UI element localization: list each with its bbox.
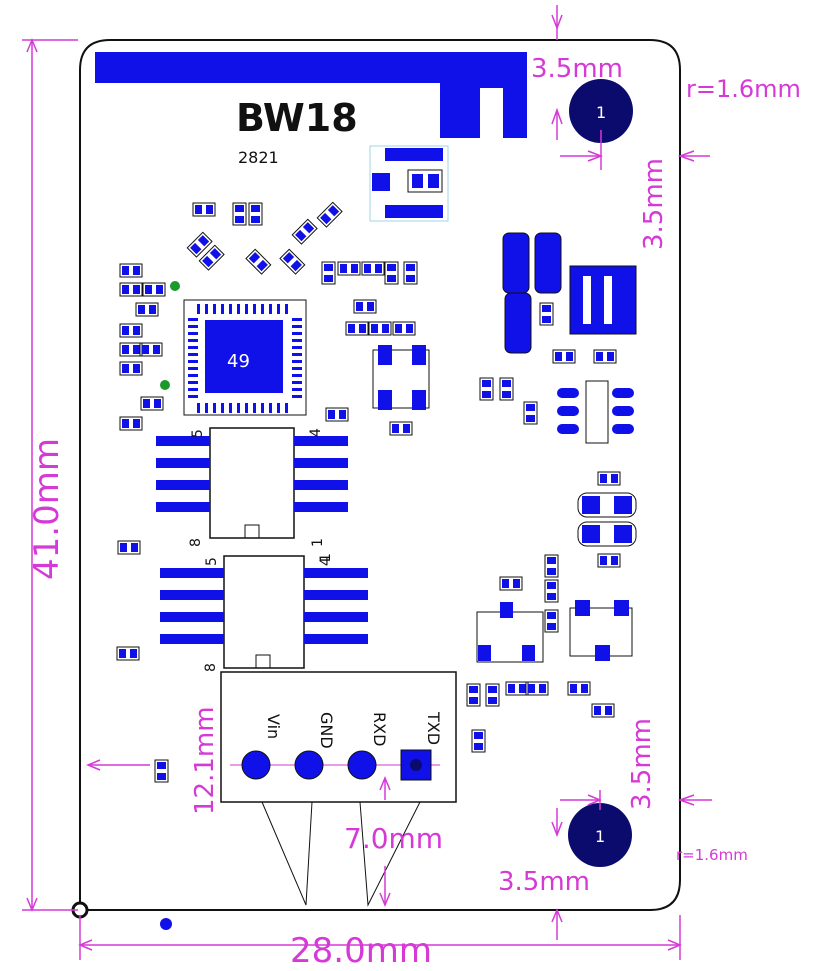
- qfn-pin: [292, 395, 302, 398]
- dim-width-label: 28.0mm: [290, 931, 432, 971]
- board-outline: [79, 39, 681, 911]
- qfn-pin: [292, 332, 302, 335]
- ic-upper-pin1: 1: [310, 538, 326, 547]
- qfn-pin: [292, 374, 302, 377]
- qfn-pin: [188, 367, 198, 370]
- dim-pin-pitch-label: 7.0mm: [344, 822, 443, 855]
- qfn-pin: [213, 403, 216, 413]
- qfn-pin: [245, 304, 248, 314]
- qfn-pin: [188, 346, 198, 349]
- mounting-hole-top-label: 1: [596, 103, 606, 122]
- qfn-pin: [188, 325, 198, 328]
- qfn-pin: [197, 403, 200, 413]
- dim-hole-bottom-label: 3.5mm: [498, 867, 590, 897]
- pin-label-gnd: GND: [317, 712, 336, 749]
- smd-cluster-top-left: [186, 201, 343, 275]
- qfn-pin: [188, 332, 198, 335]
- qfn-pin: [229, 403, 232, 413]
- mounting-hole-bottom: [568, 803, 632, 867]
- qfn-pin: [197, 304, 200, 314]
- dim-height-label: 41.0mm: [27, 438, 67, 580]
- qfn-pin: [205, 304, 208, 314]
- mounting-hole-bottom-label: 1: [595, 827, 605, 846]
- qfn-pin: [237, 403, 240, 413]
- ic-lower-pin4: 4: [318, 557, 334, 566]
- qfn-pin: [253, 304, 256, 314]
- dim-corner-radius-top: r=1.6mm: [686, 75, 801, 103]
- qfn-pin: [269, 304, 272, 314]
- qfn-pin: [245, 403, 248, 413]
- sop8-ic-lower: [160, 555, 368, 669]
- dim-hole-right-bottom-label: 3.5mm: [627, 718, 657, 810]
- pin-label-vin: Vin: [264, 714, 283, 739]
- qfn-pin: [188, 374, 198, 377]
- qfn-pin: [237, 304, 240, 314]
- chip-label: 49: [227, 351, 250, 372]
- ic-lower-pin1: 1: [318, 553, 334, 562]
- qfn-pin: [277, 304, 280, 314]
- qfn-pin: [188, 381, 198, 384]
- ic-upper-pin8: 8: [188, 538, 204, 547]
- qfn-pin: [253, 403, 256, 413]
- pcb-antenna: [95, 52, 527, 138]
- mounting-hole-top: [569, 79, 633, 143]
- qfn-pin: [277, 403, 280, 413]
- crystal-component: [372, 345, 430, 410]
- qfn-pin: [261, 403, 264, 413]
- pin-vin-pad: [241, 750, 271, 780]
- dim-hole-top-label: 3.5mm: [531, 54, 623, 84]
- fiducial-dot: [160, 918, 172, 930]
- qfn-pin: [292, 381, 302, 384]
- dimension-lines: [22, 5, 712, 960]
- dim-header-height-label: 12.1mm: [190, 706, 220, 815]
- smd-cluster-center: [321, 261, 418, 436]
- pin-gnd-pad: [294, 750, 324, 780]
- qfn-pin: [292, 353, 302, 356]
- component-top-module: [369, 145, 449, 222]
- qfn-pin: [221, 403, 224, 413]
- sop8-ic-upper: [156, 427, 348, 539]
- board-name: BW18: [236, 96, 358, 140]
- green-marker: [160, 380, 170, 390]
- ic-lower-pin5: 5: [204, 557, 220, 566]
- board-code: 2821: [238, 148, 279, 167]
- dim-hole-right-top-label: 3.5mm: [639, 158, 669, 250]
- qfn-pin: [213, 304, 216, 314]
- dim-corner-radius-bottom: r=1.6mm: [676, 846, 748, 864]
- qfn-pin: [269, 403, 272, 413]
- qfn-pin: [285, 304, 288, 314]
- qfn-pin: [188, 353, 198, 356]
- qfn-pin: [261, 304, 264, 314]
- qfn-pin: [188, 388, 198, 391]
- qfn-pin: [292, 367, 302, 370]
- smd-cluster-right: [154, 232, 637, 783]
- qfn-pin: [188, 339, 198, 342]
- qfn-pin: [205, 403, 208, 413]
- qfn-pin: [188, 318, 198, 321]
- qfn-chip: [183, 299, 307, 416]
- qfn-pin: [292, 388, 302, 391]
- qfn-pin: [292, 339, 302, 342]
- header-connector: [220, 671, 457, 907]
- qfn-pin: [285, 403, 288, 413]
- qfn-pin: [188, 395, 198, 398]
- qfn-pin: [292, 325, 302, 328]
- qfn-pin: [229, 304, 232, 314]
- qfn-pin: [292, 318, 302, 321]
- qfn-pin: [292, 346, 302, 349]
- pin-label-rxd: RXD: [370, 712, 389, 746]
- ic-upper-pin5: 5: [190, 429, 206, 438]
- qfn-pin: [221, 304, 224, 314]
- pin-rxd-pad: [347, 750, 377, 780]
- pin-label-txd: TXD: [424, 711, 443, 745]
- qfn-pin: [188, 360, 198, 363]
- ic-upper-pin4: 4: [308, 428, 324, 437]
- qfn-pin: [292, 360, 302, 363]
- ic-lower-pin8: 8: [203, 663, 219, 672]
- green-marker: [170, 281, 180, 291]
